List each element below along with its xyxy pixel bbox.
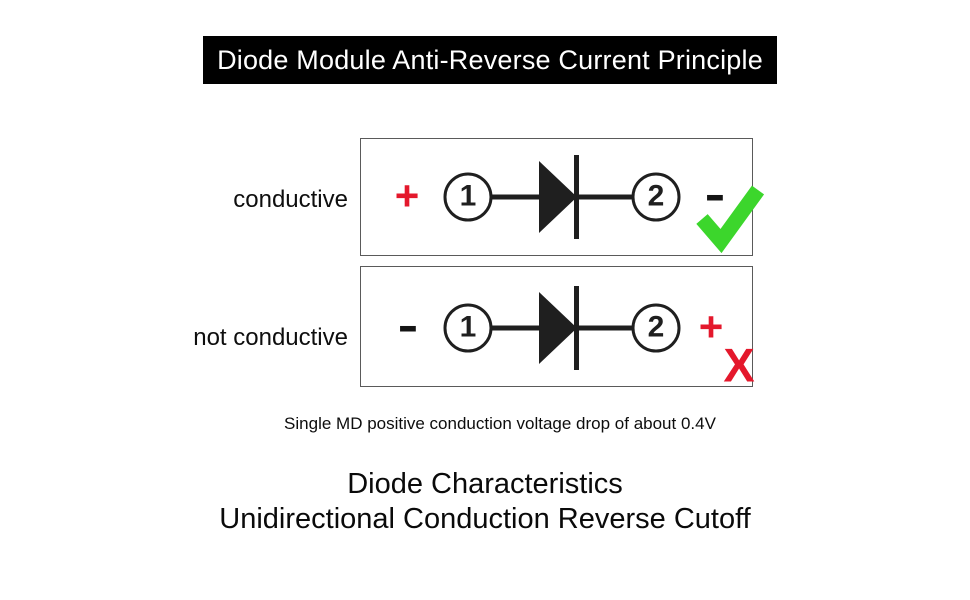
circuit-box-conductive: + 1 2 - bbox=[360, 138, 765, 256]
diode-symbol-icon bbox=[491, 155, 633, 239]
terminal-1: 1 bbox=[443, 172, 493, 222]
heading-line2: Unidirectional Conduction Reverse Cutoff bbox=[219, 503, 751, 535]
diode-symbol-icon bbox=[491, 286, 633, 370]
heading-line1: Diode Characteristics bbox=[347, 468, 623, 500]
title-banner: Diode Module Anti-Reverse Current Princi… bbox=[203, 36, 777, 84]
terminal-2-label: 2 bbox=[647, 179, 665, 212]
plus-sign: + bbox=[698, 303, 724, 350]
row-label-conductive: conductive bbox=[233, 186, 348, 213]
voltage-drop-caption: Single MD positive conduction voltage dr… bbox=[284, 414, 716, 433]
bottom-heading: Diode Characteristics Unidirectional Con… bbox=[0, 467, 970, 537]
minus-sign: - bbox=[397, 299, 419, 351]
terminal-1-label: 1 bbox=[459, 310, 477, 343]
plus-sign: + bbox=[394, 172, 420, 219]
row-label-not-conductive: not conductive bbox=[193, 324, 348, 351]
terminal-2: 2 bbox=[631, 172, 681, 222]
minus-sign: - bbox=[704, 168, 726, 220]
check-icon bbox=[696, 185, 765, 254]
terminal-2-label: 2 bbox=[647, 310, 665, 343]
terminal-1-label: 1 bbox=[459, 179, 477, 212]
x-icon: X bbox=[723, 338, 755, 392]
circuit-box-not-conductive: - 1 2 + X bbox=[360, 266, 755, 392]
page-title: Diode Module Anti-Reverse Current Princi… bbox=[217, 44, 763, 75]
terminal-1: 1 bbox=[443, 303, 493, 353]
terminal-2: 2 bbox=[631, 303, 681, 353]
